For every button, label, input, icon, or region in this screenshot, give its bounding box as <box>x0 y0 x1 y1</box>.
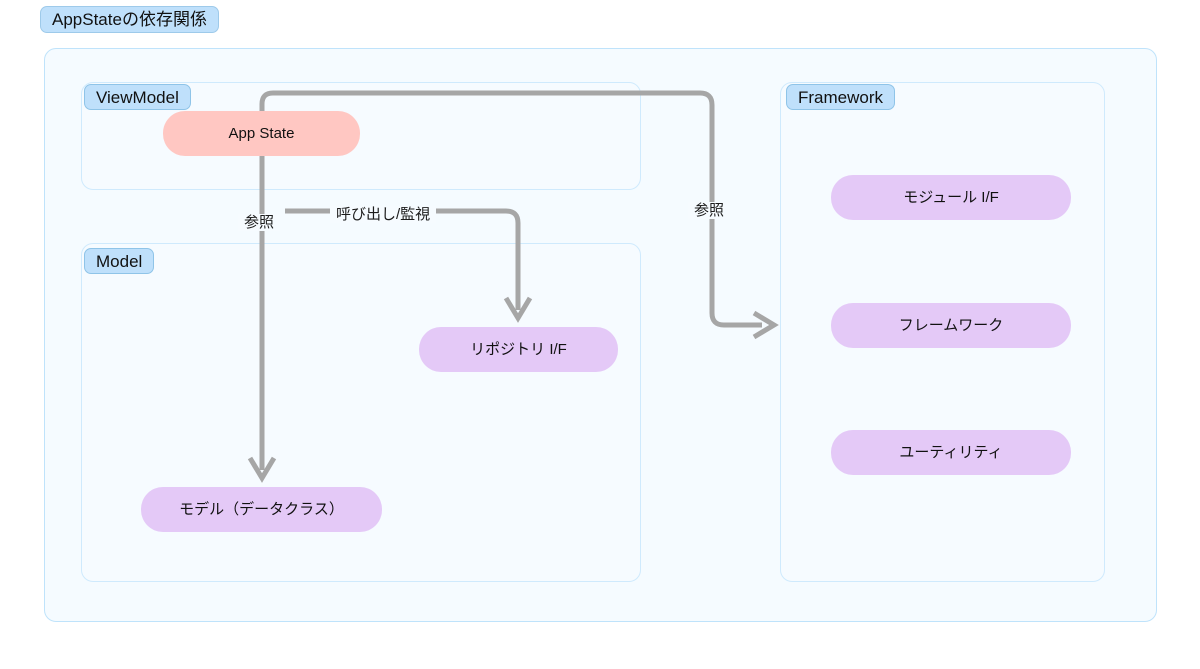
node-model-data-class[interactable]: モデル（データクラス） <box>141 487 382 532</box>
node-repository-interface[interactable]: リポジトリ I/F <box>419 327 618 372</box>
node-framework[interactable]: フレームワーク <box>831 303 1071 348</box>
edge-label-call-watch: 呼び出し/監視 <box>330 206 437 223</box>
edge-label-reference-model: 参照 <box>238 214 281 231</box>
edge-label-reference-framework: 参照 <box>688 202 731 219</box>
diagram-title: AppStateの依存関係 <box>40 6 219 33</box>
subgraph-label-model: Model <box>84 248 155 274</box>
node-module-interface[interactable]: モジュール I/F <box>831 175 1071 220</box>
subgraph-label-framework: Framework <box>786 84 896 110</box>
node-app-state[interactable]: App State <box>163 111 360 156</box>
node-utility[interactable]: ユーティリティ <box>831 430 1071 475</box>
subgraph-label-viewmodel: ViewModel <box>84 84 191 110</box>
